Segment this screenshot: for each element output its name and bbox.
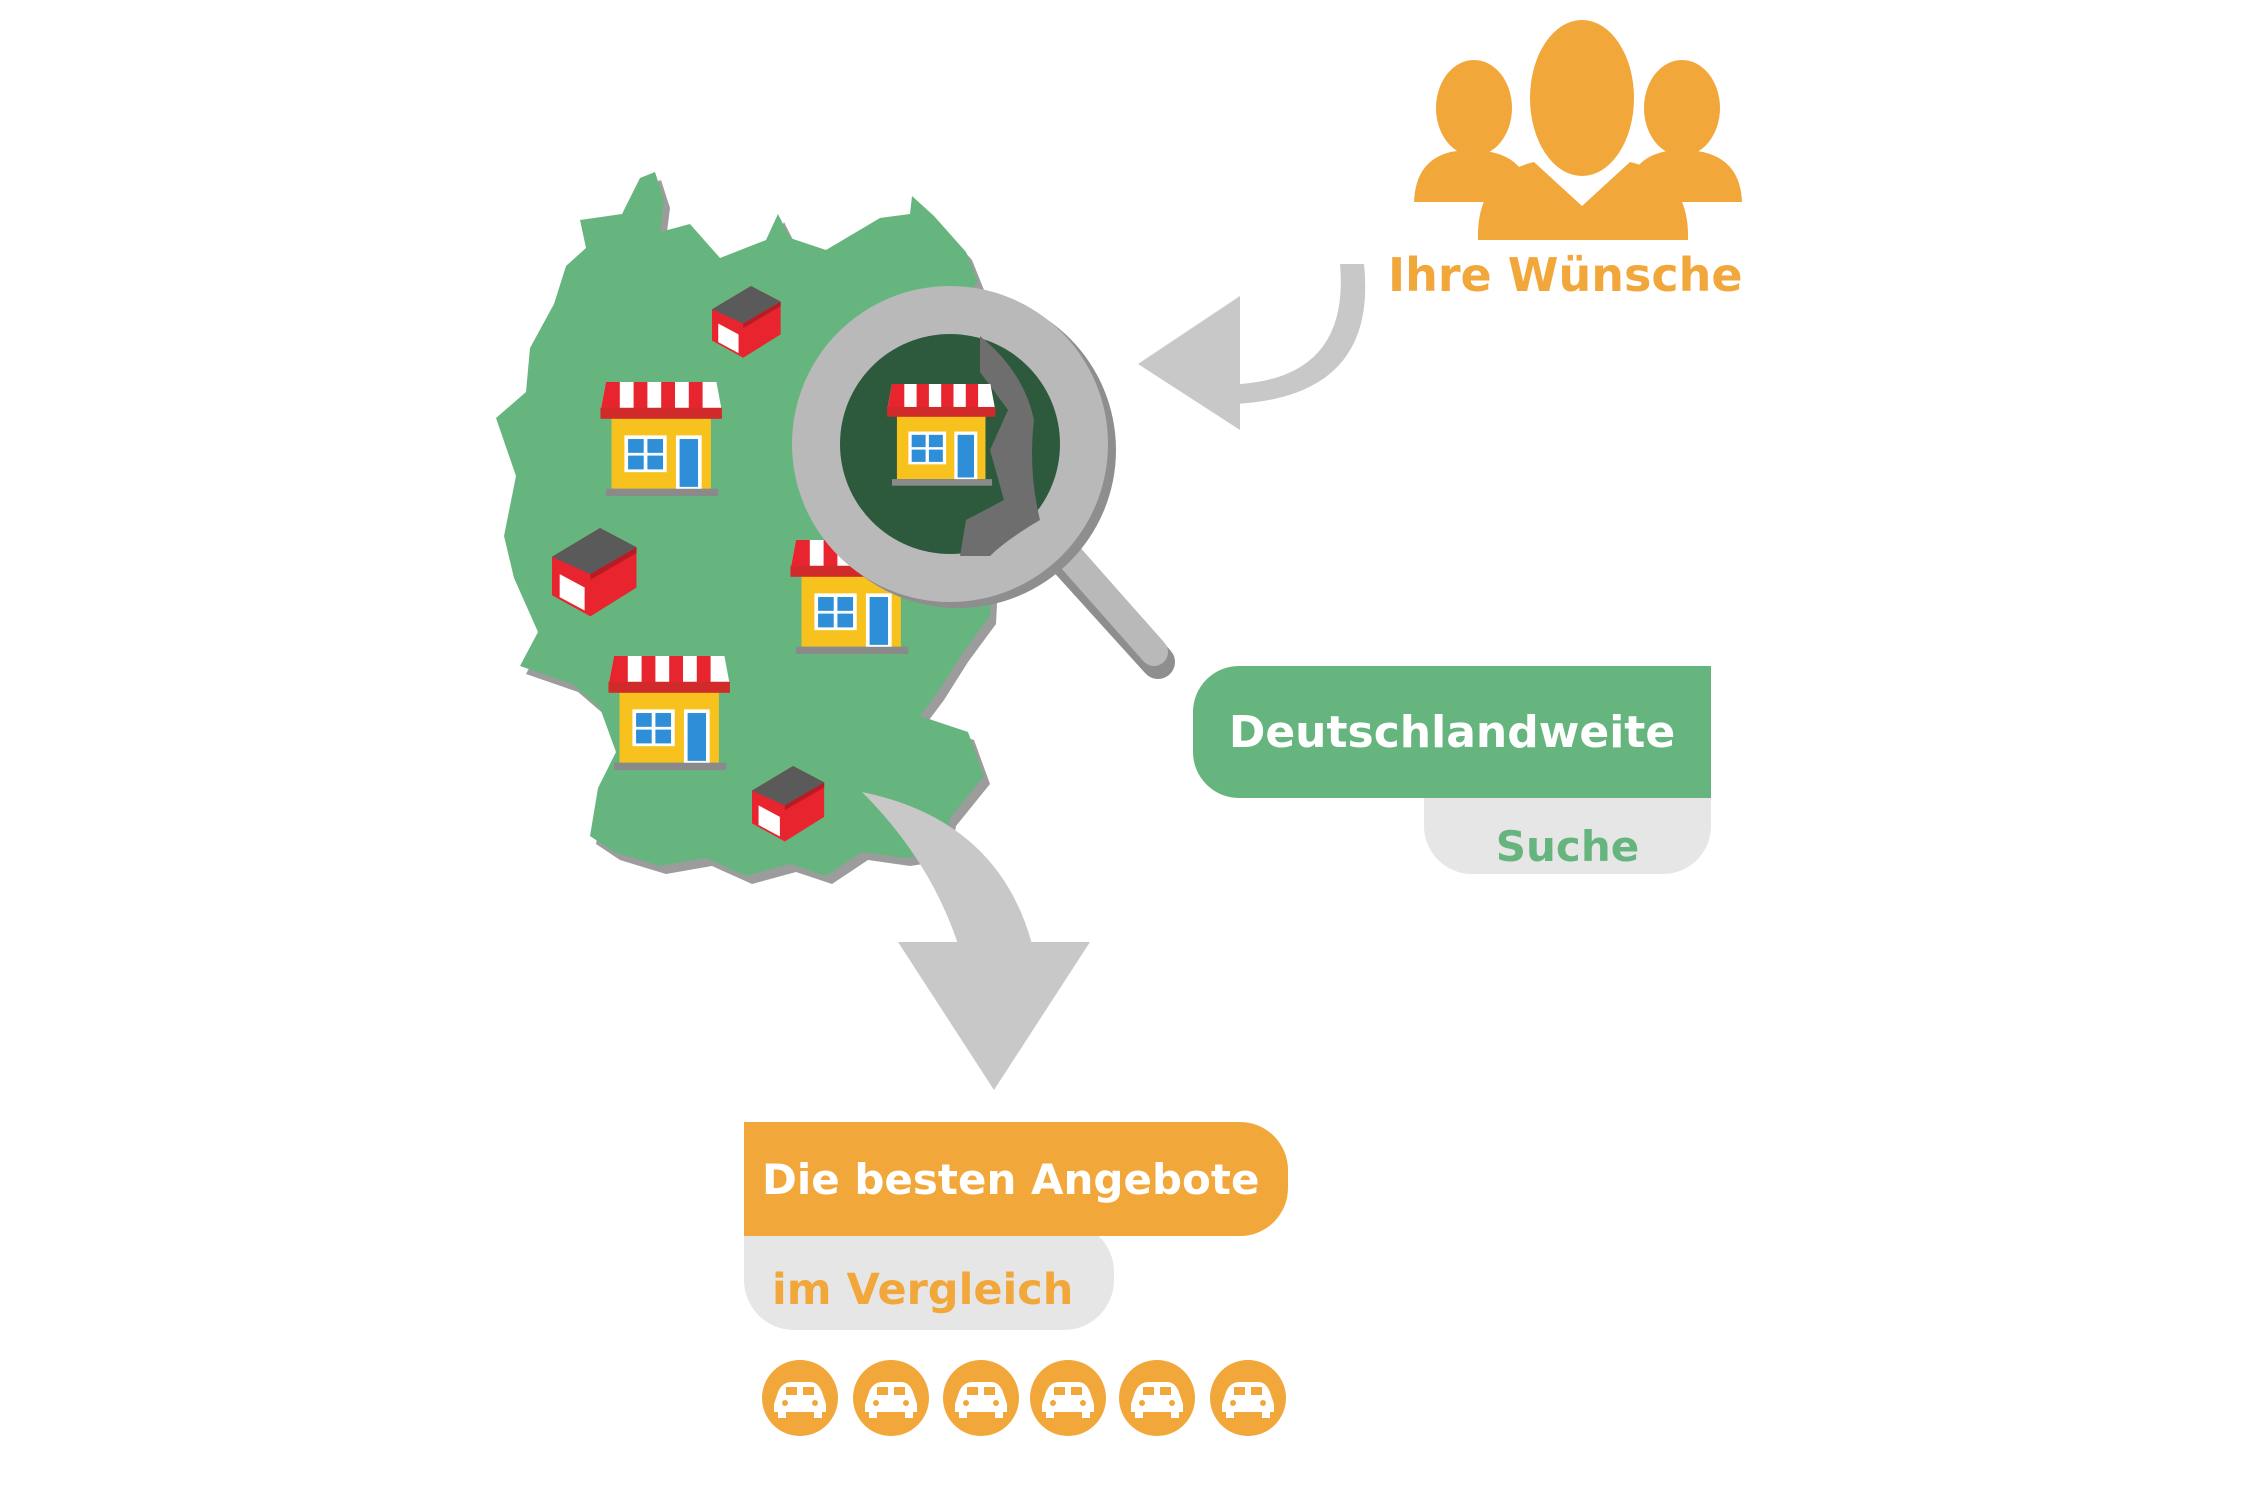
magnifier-icon [792,286,1175,679]
car-badges [762,1360,1286,1436]
shop-icon-northwest [600,382,722,497]
car-badge-6 [1210,1360,1286,1436]
offers-line-2: im Vergleich [772,1265,1074,1315]
car-badge-1 [762,1360,838,1436]
search-line-2: Suche [1495,821,1640,871]
offers-pill-bottom: im Vergleich [744,1222,1114,1330]
offers-line-1: Die besten Angebote [762,1154,1260,1204]
people-icon [1414,20,1742,240]
arrow-to-offers [862,792,1090,1090]
search-pill-top: Deutschlandweite [1193,666,1711,798]
arrow-to-magnifier [1138,264,1366,430]
car-badge-3 [943,1360,1019,1436]
car-badge-4 [1030,1360,1106,1436]
shop-icon-southwest [608,656,730,771]
offers-pill-top: Die besten Angebote [744,1122,1288,1236]
search-line-1: Deutschlandweite [1228,706,1676,758]
wishes-label: Ihre Wünsche [1388,248,1743,302]
car-badge-5 [1119,1360,1195,1436]
car-badge-2 [853,1360,929,1436]
